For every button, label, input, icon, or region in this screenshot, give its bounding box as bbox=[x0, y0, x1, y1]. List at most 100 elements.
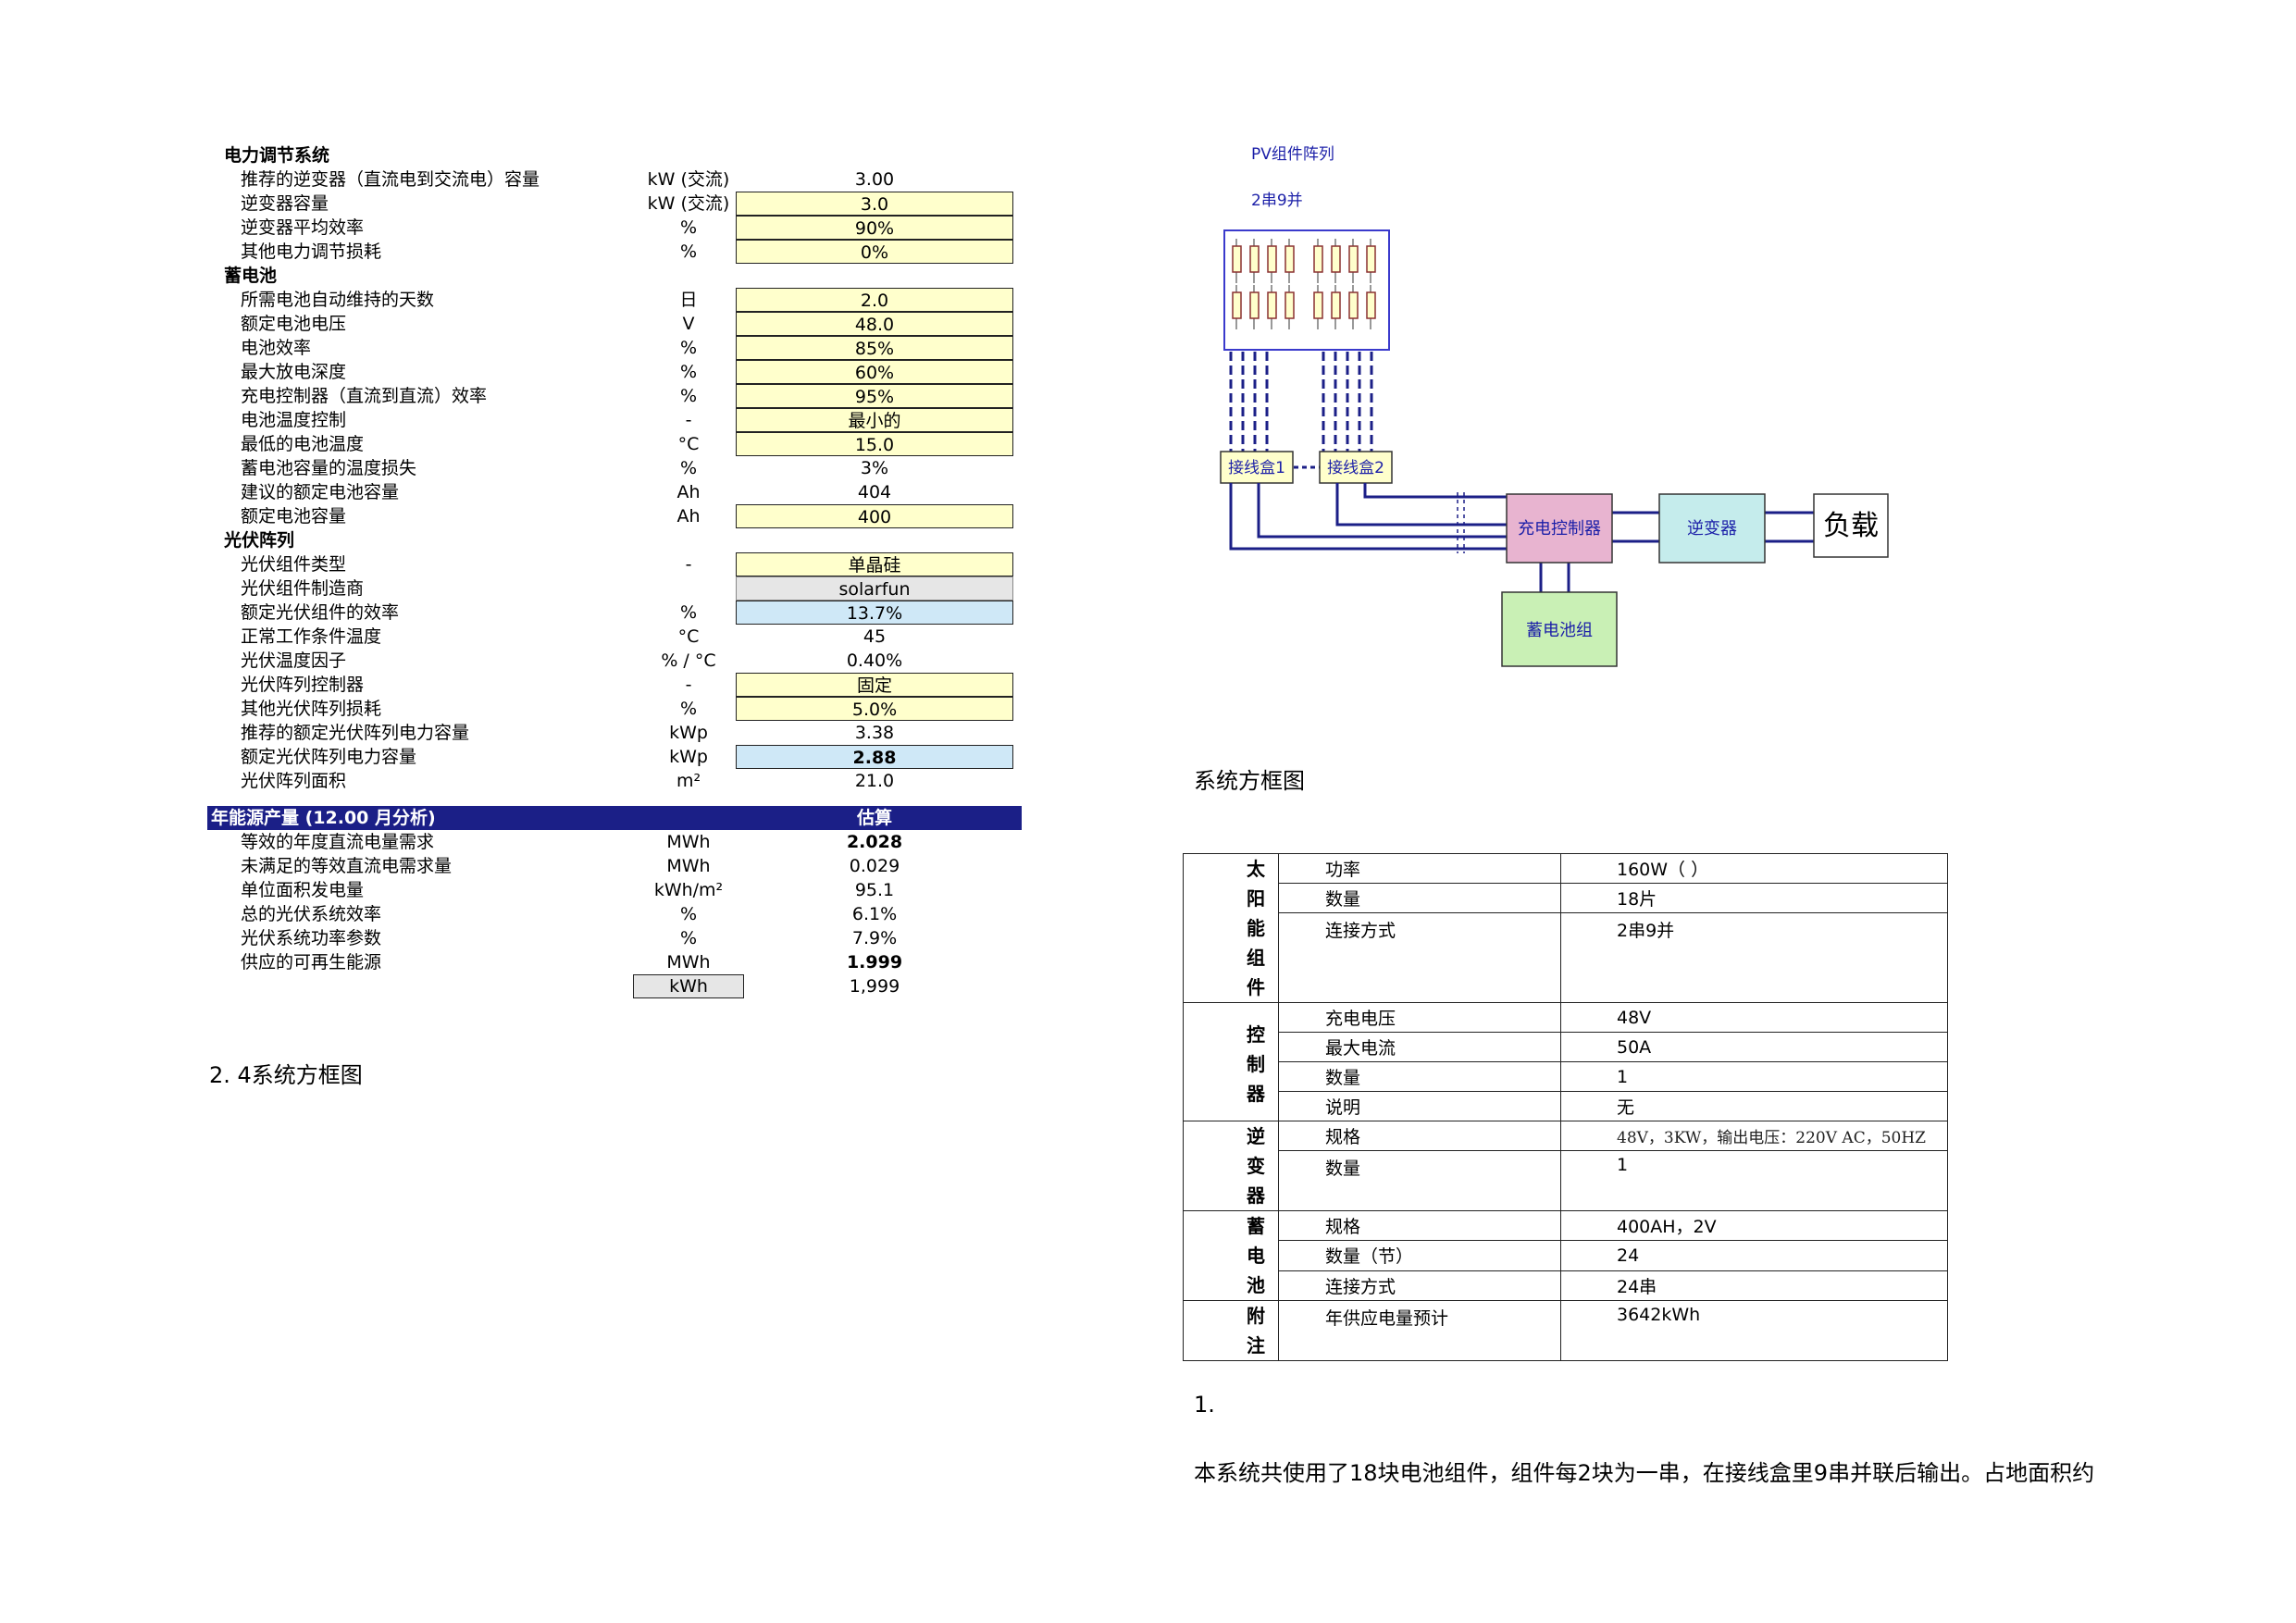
row-value: 2.028 bbox=[846, 832, 903, 852]
row-label: 其他电力调节损耗 bbox=[241, 242, 382, 262]
section-pv-array: 光伏阵列 bbox=[207, 528, 1022, 552]
input-cell[interactable]: 90% bbox=[736, 216, 1013, 240]
row-value: 3.38 bbox=[854, 723, 895, 743]
section-title: 电力调节系统 bbox=[224, 145, 330, 166]
table-row: 连接方式 2串9并 bbox=[1184, 912, 1948, 1003]
spec-table: 太 阳 能 组 件 功率 160W（ ） 数量 18片 连接方式 2串9并 控 … bbox=[1183, 852, 1948, 1361]
pv-module bbox=[1249, 291, 1260, 319]
sheet-row: kWh 1,999 bbox=[207, 974, 1022, 998]
input-cell[interactable]: 3.0 bbox=[736, 192, 1013, 216]
input-cell[interactable]: 95% bbox=[736, 384, 1013, 408]
spec-value: 400AH，2V bbox=[1560, 1209, 1948, 1242]
row-value: 45 bbox=[863, 626, 887, 647]
row-label: 光伏阵列面积 bbox=[241, 771, 347, 791]
input-cell[interactable]: 48.0 bbox=[736, 312, 1013, 336]
inverter-label: 逆变器 bbox=[1687, 519, 1737, 539]
row-unit: % bbox=[679, 458, 698, 478]
row-unit: kW (交流) bbox=[647, 193, 730, 214]
table-row: 蓄 电 池 规格 400AH，2V bbox=[1183, 1209, 1948, 1301]
row-label: 电池效率 bbox=[241, 338, 312, 358]
category-char: 制 bbox=[1247, 1053, 1265, 1075]
sheet-row: 其他电力调节损耗%0% bbox=[207, 240, 1022, 264]
input-cell[interactable]: 85% bbox=[736, 336, 1013, 360]
row-unit: °C bbox=[677, 626, 700, 647]
pv-module bbox=[1285, 245, 1295, 273]
row-unit: % bbox=[679, 602, 698, 623]
row-label: 逆变器平均效率 bbox=[241, 217, 365, 238]
input-cell[interactable]: 400 bbox=[736, 504, 1013, 528]
pv-module bbox=[1232, 245, 1242, 273]
category-char: 阳 bbox=[1247, 887, 1265, 910]
table-row: 数量 1 bbox=[1184, 1150, 1948, 1211]
row-value: 3.00 bbox=[854, 169, 895, 190]
input-cell[interactable]: 0% bbox=[736, 240, 1013, 264]
select-cell[interactable]: 最小的 bbox=[736, 408, 1013, 432]
row-value: 3% bbox=[860, 458, 889, 478]
pv-module bbox=[1348, 245, 1359, 273]
inverter-box bbox=[1658, 493, 1766, 564]
row-label: 所需电池自动维持的天数 bbox=[241, 290, 435, 310]
sheet-row: 最大放电深度%60% bbox=[207, 360, 1022, 384]
row-value: 1.999 bbox=[846, 952, 903, 973]
row-label: 供应的可再生能源 bbox=[241, 952, 382, 973]
category-controller: 控 制 器 bbox=[1183, 1002, 1279, 1121]
section-title: 蓄电池 bbox=[224, 266, 278, 286]
input-cell[interactable]: 60% bbox=[736, 360, 1013, 384]
spec-value: 48V，3KW，输出电压：220V AC，50HZ bbox=[1560, 1120, 1948, 1152]
row-label: 光伏组件制造商 bbox=[241, 578, 365, 599]
annual-title: 年能源产量 (12.00 月分析) bbox=[211, 808, 436, 828]
pv-module bbox=[1348, 291, 1359, 319]
list-number: 1. bbox=[1194, 1392, 1215, 1418]
spec-value: 160W（ ） bbox=[1560, 852, 1948, 885]
system-block-diagram: PV组件阵列 2串9并 接线盒1 接线盒2 充电控 bbox=[1212, 139, 1916, 694]
row-label: 额定光伏阵列电力容量 bbox=[241, 747, 417, 767]
row-unit: - bbox=[685, 410, 692, 430]
input-cell[interactable]: 2.0 bbox=[736, 288, 1013, 312]
select-cell[interactable]: solarfun bbox=[736, 576, 1013, 601]
row-value: 6.1% bbox=[851, 904, 898, 924]
row-unit: - bbox=[685, 554, 692, 575]
spec-key: 连接方式 bbox=[1278, 912, 1561, 1003]
category-char: 太 bbox=[1247, 858, 1265, 880]
kwh-unit-selector[interactable]: kWh bbox=[605, 974, 772, 998]
row-label: 推荐的额定光伏阵列电力容量 bbox=[241, 723, 470, 743]
sheet-row: 总的光伏系统效率%6.1% bbox=[207, 902, 1022, 926]
select-cell[interactable]: 固定 bbox=[736, 673, 1013, 697]
input-cell[interactable]: 5.0% bbox=[736, 697, 1013, 721]
kwh-unit-box[interactable]: kWh bbox=[633, 974, 744, 998]
row-label: 额定电池电压 bbox=[241, 314, 347, 334]
row-unit: V bbox=[682, 314, 695, 334]
pv-module bbox=[1331, 291, 1341, 319]
sheet-row: 电池效率% 85% bbox=[207, 336, 1022, 360]
battery-bank-box bbox=[1501, 591, 1618, 667]
row-unit: kWp bbox=[669, 747, 708, 767]
spec-key: 规格 bbox=[1278, 1209, 1561, 1242]
pv-module bbox=[1249, 245, 1260, 273]
spec-value: 48V bbox=[1560, 1002, 1948, 1033]
spec-key: 数量（节） bbox=[1278, 1240, 1561, 1271]
sheet-row: 额定电池电压 V 48.0 bbox=[207, 312, 1022, 336]
row-label: 逆变器容量 bbox=[241, 193, 329, 214]
spec-value: 2串9并 bbox=[1560, 912, 1948, 1003]
spec-key: 数量 bbox=[1278, 1150, 1561, 1211]
sheet-row: 所需电池自动维持的天数 日 2.0 bbox=[207, 288, 1022, 312]
select-cell[interactable]: 单晶硅 bbox=[736, 552, 1013, 576]
category-char: 能 bbox=[1247, 917, 1265, 939]
input-cell[interactable]: 15.0 bbox=[736, 432, 1013, 456]
sheet-row: 光伏阵列控制器-固定 bbox=[207, 673, 1022, 697]
table-row: 逆 变 器 规格 48V，3KW，输出电压：220V AC，50HZ bbox=[1183, 1120, 1948, 1211]
row-unit: m² bbox=[676, 771, 701, 791]
category-char: 件 bbox=[1247, 976, 1265, 998]
category-char: 器 bbox=[1247, 1083, 1265, 1105]
row-unit: % bbox=[679, 904, 698, 924]
row-unit: kWh/m² bbox=[653, 880, 724, 900]
pv-module bbox=[1313, 245, 1323, 273]
row-unit: % bbox=[679, 338, 698, 358]
row-label: 蓄电池容量的温度损失 bbox=[241, 458, 417, 478]
row-unit: 日 bbox=[679, 290, 698, 310]
